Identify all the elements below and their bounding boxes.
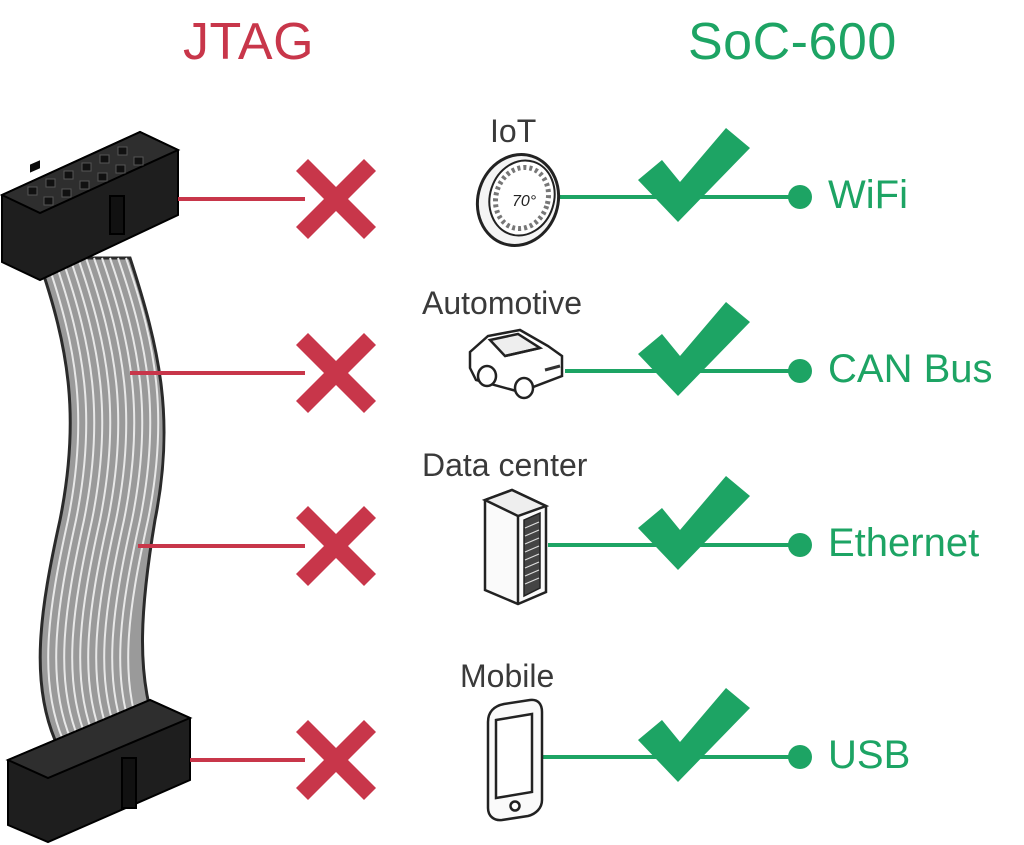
x-mark-icon: [296, 333, 376, 413]
device-label-data-center: Data center: [422, 447, 588, 483]
x-mark-icon: [296, 720, 376, 800]
checkmark-icon: [638, 128, 750, 222]
thermostat-icon: 70°: [475, 153, 561, 247]
device-label-mobile: Mobile: [460, 658, 555, 694]
x-mark-icon: [296, 506, 376, 586]
jtag-header: JTAG: [183, 13, 315, 71]
jtag-ribbon-cable-icon: [0, 130, 193, 844]
soc-600-header: SoC-600: [688, 13, 897, 71]
interface-label-usb: USB: [828, 733, 911, 777]
interface-label-wifi: WiFi: [828, 173, 908, 217]
device-label-iot: IoT: [490, 113, 537, 149]
jtag-x-marks: [296, 159, 376, 800]
server-rack-icon: [481, 488, 550, 606]
x-mark-icon: [296, 159, 376, 239]
car-icon: [468, 328, 564, 400]
interface-label-ethernet: Ethernet: [828, 521, 980, 565]
checkmark-icon: [638, 476, 750, 570]
jtag-lines: [130, 197, 305, 762]
svg-text:70°: 70°: [512, 193, 537, 210]
device-label-automotive: Automotive: [422, 285, 583, 321]
smartphone-icon: [486, 698, 544, 822]
soc-check-marks: [638, 128, 750, 782]
checkmark-icon: [638, 688, 750, 782]
checkmark-icon: [638, 302, 750, 396]
interface-label-can-bus: CAN Bus: [828, 347, 993, 391]
